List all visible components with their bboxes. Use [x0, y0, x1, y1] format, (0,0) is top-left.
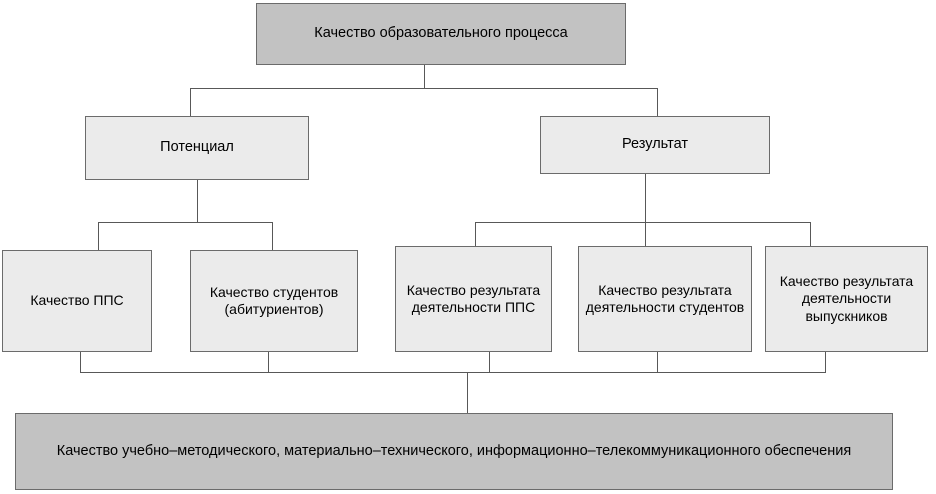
connector-potential-stem	[197, 180, 198, 222]
node-branch-potential: Потенциал	[85, 116, 309, 180]
connector-result-bus	[475, 222, 811, 223]
connector-leaf-5-down	[825, 352, 826, 372]
node-leaf-quality-of-teaching-staff: Качество ППС	[2, 250, 152, 352]
node-leaf-1-label: Качество ППС	[30, 292, 124, 309]
connector-root-stem	[424, 65, 425, 88]
connector-root-bus	[190, 88, 658, 89]
connector-leaf-2-down	[268, 352, 269, 372]
connector-result-to-leaf-4	[645, 222, 646, 250]
connector-potential-to-leaf-2	[272, 222, 273, 250]
connector-potential-to-leaf-1	[98, 222, 99, 250]
node-leaf-quality-of-graduate-results: Качество результата деятельности выпускн…	[765, 246, 928, 352]
connector-base-stem	[467, 372, 468, 413]
node-leaf-4-label: Качество результата деятельности студент…	[585, 281, 745, 315]
node-leaf-quality-of-teaching-staff-results: Качество результата деятельности ППС	[395, 246, 552, 352]
connector-leaf-4-down	[657, 352, 658, 372]
node-branch-result-label: Результат	[622, 136, 688, 153]
node-branch-potential-label: Потенциал	[160, 139, 234, 156]
connector-root-to-potential	[190, 88, 191, 116]
connector-result-stem	[645, 174, 646, 222]
node-leaf-5-label: Качество результата деятельности выпускн…	[779, 273, 914, 324]
connector-result-to-leaf-3	[475, 222, 476, 250]
connector-result-to-leaf-5	[810, 222, 811, 250]
node-base-label: Качество учебно–методического, материаль…	[56, 442, 852, 459]
node-root-label: Качество образовательного процесса	[314, 25, 568, 42]
connector-leaf-3-down	[489, 352, 490, 372]
node-leaf-quality-of-students-applicants: Качество студентов (абитуриентов)	[190, 250, 358, 352]
connector-leaf-1-down	[80, 352, 81, 372]
node-leaf-2-label: Качество студентов (абитуриентов)	[209, 283, 339, 317]
connector-base-bus	[80, 372, 826, 373]
node-leaf-3-label: Качество результата деятельности ППС	[406, 281, 541, 315]
node-root-quality-of-educational-process: Качество образовательного процесса	[256, 3, 626, 65]
connector-potential-bus	[98, 222, 273, 223]
node-leaf-quality-of-student-results: Качество результата деятельности студент…	[578, 246, 752, 352]
node-branch-result: Результат	[540, 116, 770, 174]
node-base-quality-of-educational-material-and-information-support: Качество учебно–методического, материаль…	[15, 413, 893, 490]
connector-root-to-result	[657, 88, 658, 116]
